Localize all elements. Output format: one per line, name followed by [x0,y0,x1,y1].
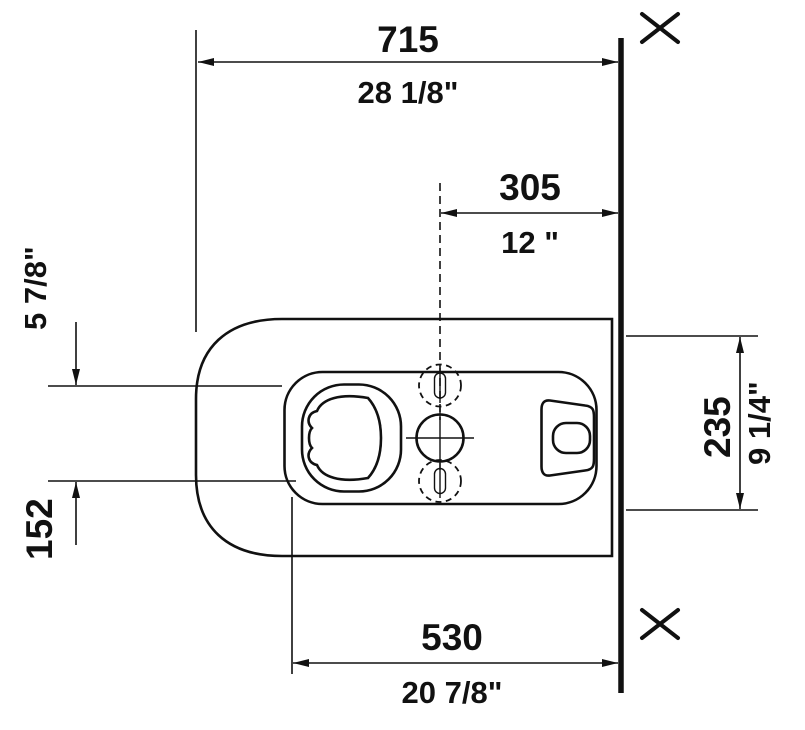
hinge-hole-circle-bottom [418,459,462,503]
overall-mm-label: 715 [377,19,439,60]
toilet-plan-view [194,317,614,558]
wall-cut-x-icon-top [640,12,680,44]
dimension-labels: 715 28 1/8" 305 12 " 5 7/8" 152 235 9 1/… [18,19,777,710]
bowl-water-surface-outline [307,394,383,482]
rough-in-inch-label: 12 " [501,225,559,260]
right-mm-label: 235 [697,396,738,458]
extension-lines [48,30,758,674]
dimension-lines [72,58,744,667]
bottom-mm-label: 530 [421,617,483,658]
rough-in-mm-label: 305 [499,167,561,208]
bowl-opening-outline [300,383,403,493]
wall-cut-x-icon-bottom [640,608,680,640]
bottom-inch-label: 20 7/8" [402,675,503,710]
tank-inner-outline [551,421,592,455]
left-upper-inch-label: 5 7/8" [18,246,53,330]
right-inch-label: 9 1/4" [742,381,777,465]
left-lower-mm-label: 152 [19,498,60,560]
tank-opening-outline [540,399,596,477]
overall-inch-label: 28 1/8" [358,75,459,110]
